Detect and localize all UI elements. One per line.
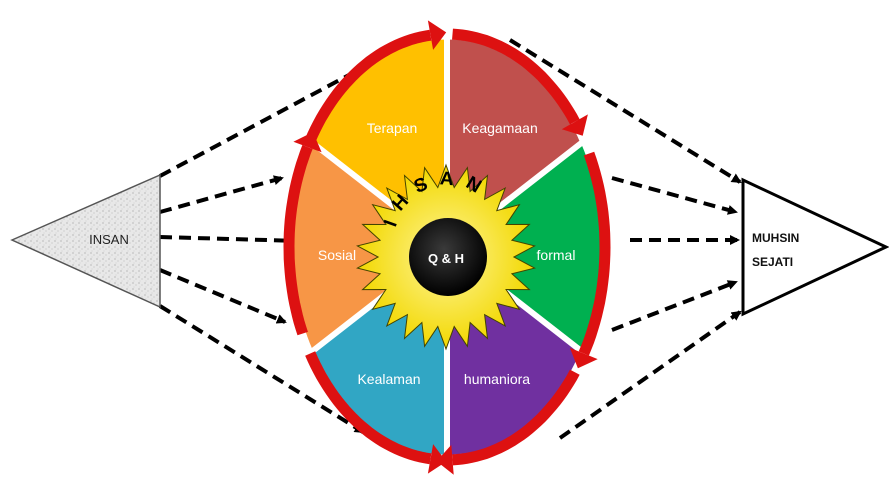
label-formal: formal <box>537 247 576 263</box>
insan-label: INSAN <box>89 232 129 247</box>
label-humaniora: humaniora <box>464 371 530 387</box>
label-kealaman: Kealaman <box>357 371 420 387</box>
label-keagamaan: Keagamaan <box>462 120 538 136</box>
label-terapan: Terapan <box>367 120 418 136</box>
dashed-arrow <box>160 270 285 322</box>
center-label: Q & H <box>428 251 464 266</box>
muhsin-node: MUHSIN SEJATI <box>743 180 886 314</box>
dashed-arrow <box>160 237 300 241</box>
label-sosial: Sosial <box>318 247 356 263</box>
dashed-arrow <box>612 282 736 330</box>
dashed-arrow <box>160 178 282 212</box>
muhsin-triangle <box>743 180 886 314</box>
insan-triangle <box>12 175 160 307</box>
dashed-arrow <box>612 178 736 212</box>
muhsin-label-line2: SEJATI <box>752 255 793 269</box>
muhsin-label-line1: MUHSIN <box>752 231 799 245</box>
insan-node: INSAN <box>12 175 160 307</box>
